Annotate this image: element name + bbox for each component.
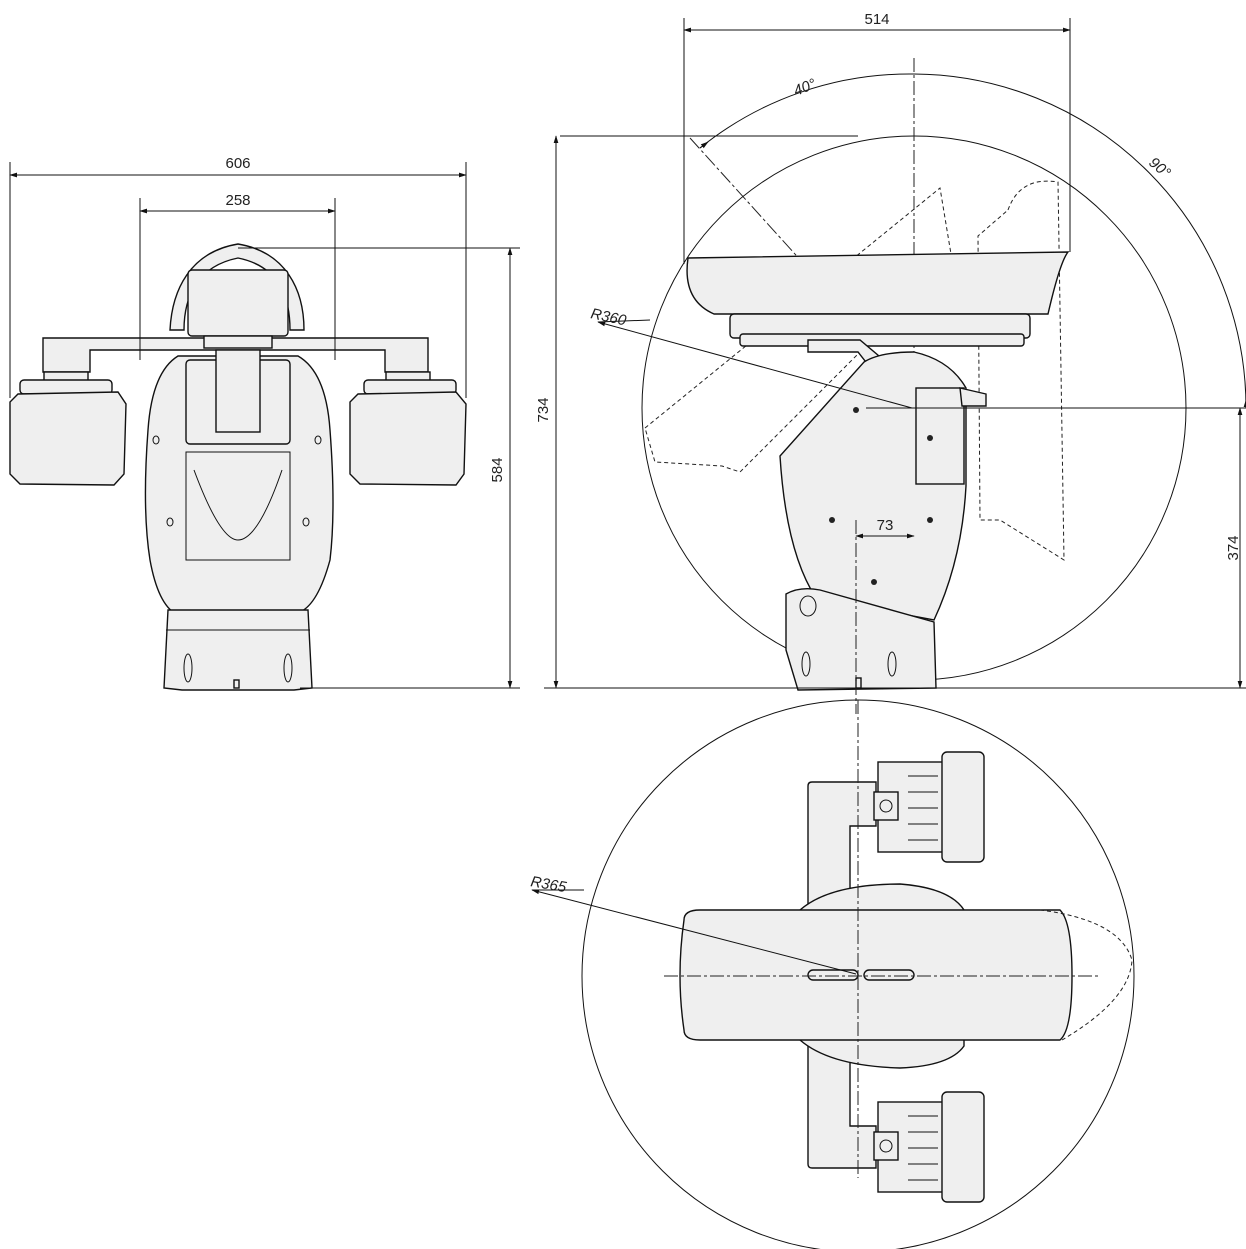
dim-front-width-body: 258 bbox=[225, 192, 250, 209]
front-base bbox=[163, 609, 313, 691]
dim-tilt-axis-height: 374 bbox=[1225, 535, 1242, 560]
front-pan-tilt-body bbox=[144, 349, 334, 615]
tilt-angle-arc bbox=[913, 73, 1246, 409]
side-pan-tilt-body bbox=[779, 339, 987, 621]
label-tilt-radius: R360 bbox=[589, 305, 628, 329]
dim-front-width-overall: 606 bbox=[225, 155, 250, 172]
left-illuminator bbox=[9, 371, 127, 486]
front-view: 606 258 584 bbox=[9, 155, 520, 691]
front-camera-housing bbox=[169, 243, 305, 349]
dim-front-height: 584 bbox=[489, 457, 506, 482]
top-illuminator-lower bbox=[873, 1091, 985, 1203]
label-tilt-up-angle: 40° bbox=[791, 75, 818, 99]
side-view: 514 734 374 73 40° 90° R360 bbox=[535, 11, 1246, 714]
dim-side-housing-width: 514 bbox=[864, 11, 889, 28]
side-camera-housing bbox=[686, 251, 1070, 347]
right-illuminator bbox=[349, 371, 467, 486]
label-tilt-down-angle: 90° bbox=[1145, 154, 1173, 182]
label-pan-radius: R365 bbox=[529, 873, 568, 896]
dim-axis-offset: 73 bbox=[877, 517, 894, 534]
dim-side-height-overall: 734 bbox=[535, 397, 552, 422]
top-illuminator-upper bbox=[873, 751, 985, 863]
top-view: R365 bbox=[529, 699, 1135, 1249]
